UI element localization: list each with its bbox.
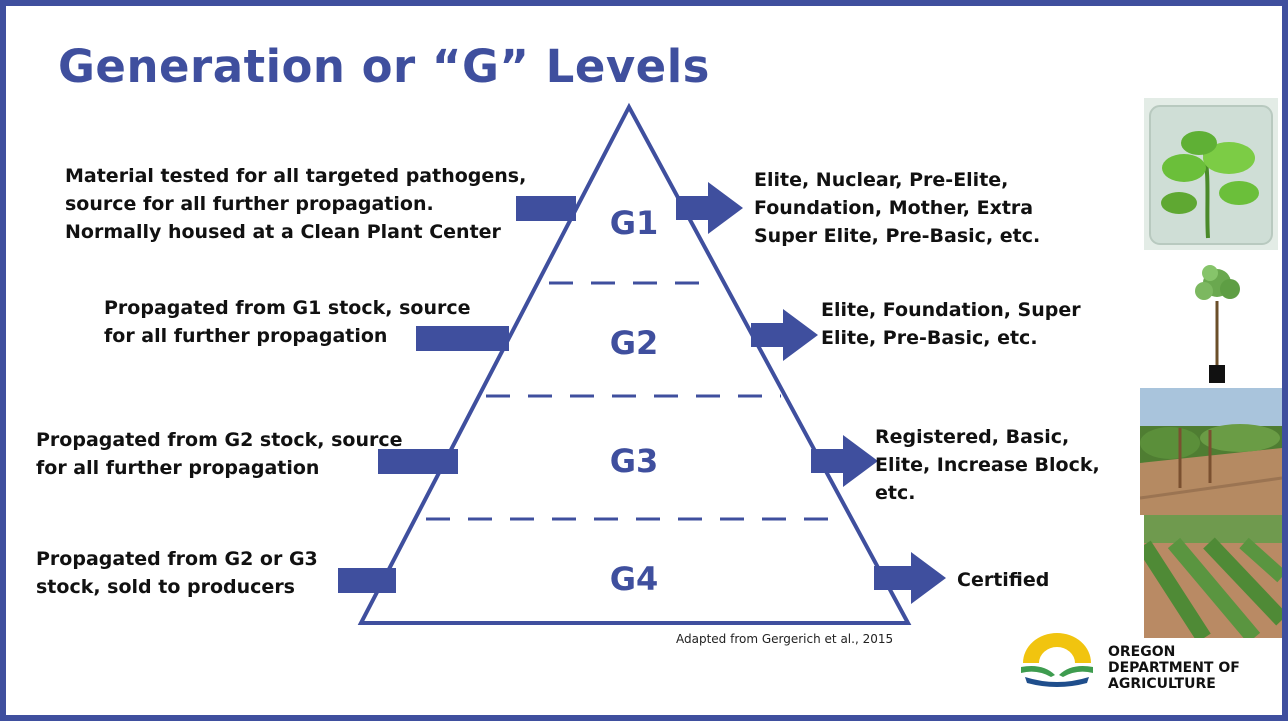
nursery-rows-photo <box>1144 515 1282 638</box>
arrow-in-g2 <box>416 326 509 351</box>
arrow-in-g4 <box>338 568 396 593</box>
g3-description: Propagated from G2 stock, source for all… <box>36 429 403 479</box>
oda-logo-icon <box>1021 633 1093 687</box>
pyramid-outline <box>357 102 912 625</box>
oda-logo-text: OREGON DEPARTMENT OF AGRICULTURE <box>1108 644 1240 692</box>
slide-title: Generation or “G” Levels <box>58 40 710 93</box>
vineyard-trellis-photo <box>1140 388 1282 515</box>
arrow-out-g1 <box>676 182 743 234</box>
level-label-g3: G3 <box>609 442 659 480</box>
level-label-g2: G2 <box>609 324 659 362</box>
level-label-g1: G1 <box>609 204 659 242</box>
g4-synonyms: Certified <box>957 569 1050 591</box>
potted-grapevine-photo <box>1182 261 1252 386</box>
g4-description: Propagated from G2 or G3 stock, sold to … <box>36 548 318 598</box>
g2-description: Propagated from G1 stock, source for all… <box>104 297 471 347</box>
source-credit: Adapted from Gergerich et al., 2015 <box>676 632 894 646</box>
level-label-g4: G4 <box>609 560 659 598</box>
g1-synonyms: Elite, Nuclear, Pre-Elite, Foundation, M… <box>754 169 1041 247</box>
arrow-out-g3 <box>811 435 878 487</box>
slide: Generation or “G” Levels Material tested… <box>6 6 1282 715</box>
arrow-out-g2 <box>751 309 818 361</box>
tissue-culture-plantlet-photo <box>1144 98 1278 250</box>
arrow-in-g3 <box>378 449 458 474</box>
arrow-in-g1 <box>516 196 576 221</box>
g1-description: Material tested for all targeted pathoge… <box>65 165 527 243</box>
arrow-out-g4 <box>874 552 946 604</box>
pyramid-diagram <box>338 102 946 625</box>
g2-synonyms: Elite, Foundation, Super Elite, Pre-Basi… <box>821 299 1081 349</box>
g3-synonyms: Registered, Basic, Elite, Increase Block… <box>875 426 1100 504</box>
